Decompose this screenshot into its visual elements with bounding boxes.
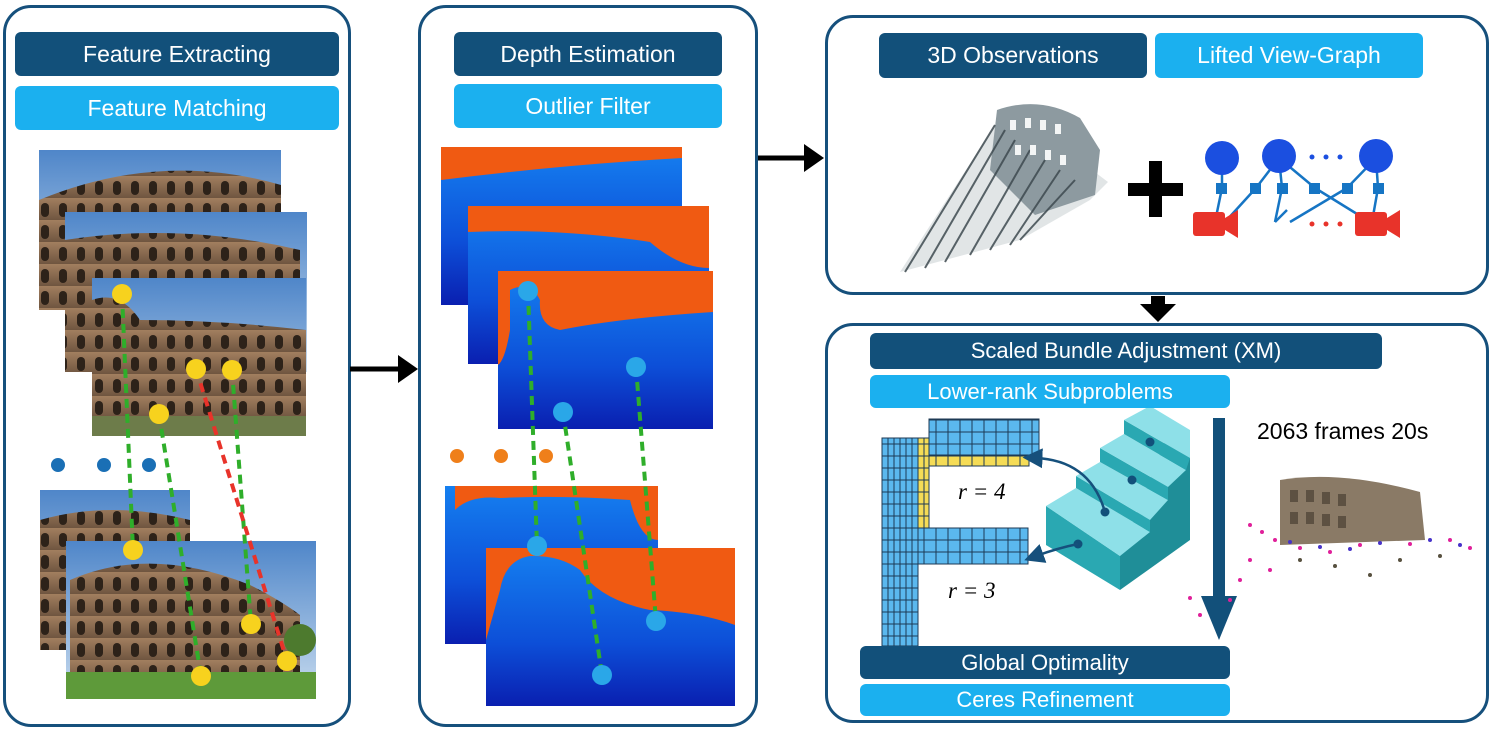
ellipsis-dot	[494, 449, 508, 463]
view-graph	[1193, 139, 1400, 238]
3d-observations-label: 3D Observations	[879, 33, 1147, 78]
lower-rank-subproblems-label: Lower-rank Subproblems	[870, 375, 1230, 408]
staircase-icon	[1022, 406, 1190, 590]
outlier-filter-label: Outlier Filter	[454, 84, 722, 128]
point-cloud	[900, 104, 1108, 273]
colosseum-photo-3	[92, 278, 306, 436]
flow-arrow-1	[350, 355, 418, 383]
depth-matches	[526, 290, 658, 676]
ellipsis-dot	[450, 449, 464, 463]
depth-estimation-label: Depth Estimation	[454, 32, 722, 76]
rank-3-label: r = 3	[948, 578, 996, 603]
reconstruction-image	[1188, 476, 1472, 617]
flow-arrow-3	[1140, 296, 1176, 322]
feature-extracting-label: Feature Extracting	[15, 32, 339, 76]
matrix-grid	[881, 418, 1040, 647]
global-optimality-label: Global Optimality	[860, 646, 1230, 679]
plus-icon	[1128, 161, 1183, 217]
keypoints	[112, 284, 297, 686]
colosseum-photo-5	[66, 541, 316, 699]
ceres-refinement-label: Ceres Refinement	[860, 684, 1230, 716]
down-arrow	[1201, 418, 1237, 640]
flow-arrow-2	[758, 144, 824, 172]
scaled-bundle-adjustment-label: Scaled Bundle Adjustment (XM)	[870, 333, 1382, 369]
ellipsis-dot	[142, 458, 156, 472]
scale-node	[1216, 183, 1384, 194]
depth-points	[518, 281, 666, 685]
frames-label: 2063 frames 20s	[1257, 418, 1429, 444]
camera-icon	[1193, 210, 1400, 238]
world-point-node	[1205, 139, 1393, 175]
depth-map-5	[486, 548, 735, 706]
feature-matches	[120, 293, 289, 677]
lifted-view-graph-label: Lifted View-Graph	[1155, 33, 1423, 78]
ellipsis-dot	[97, 458, 111, 472]
feature-matching-label: Feature Matching	[15, 86, 339, 130]
rank-4-label: r = 4	[958, 479, 1006, 504]
ellipsis-dot	[539, 449, 553, 463]
ellipsis-dot	[51, 458, 65, 472]
